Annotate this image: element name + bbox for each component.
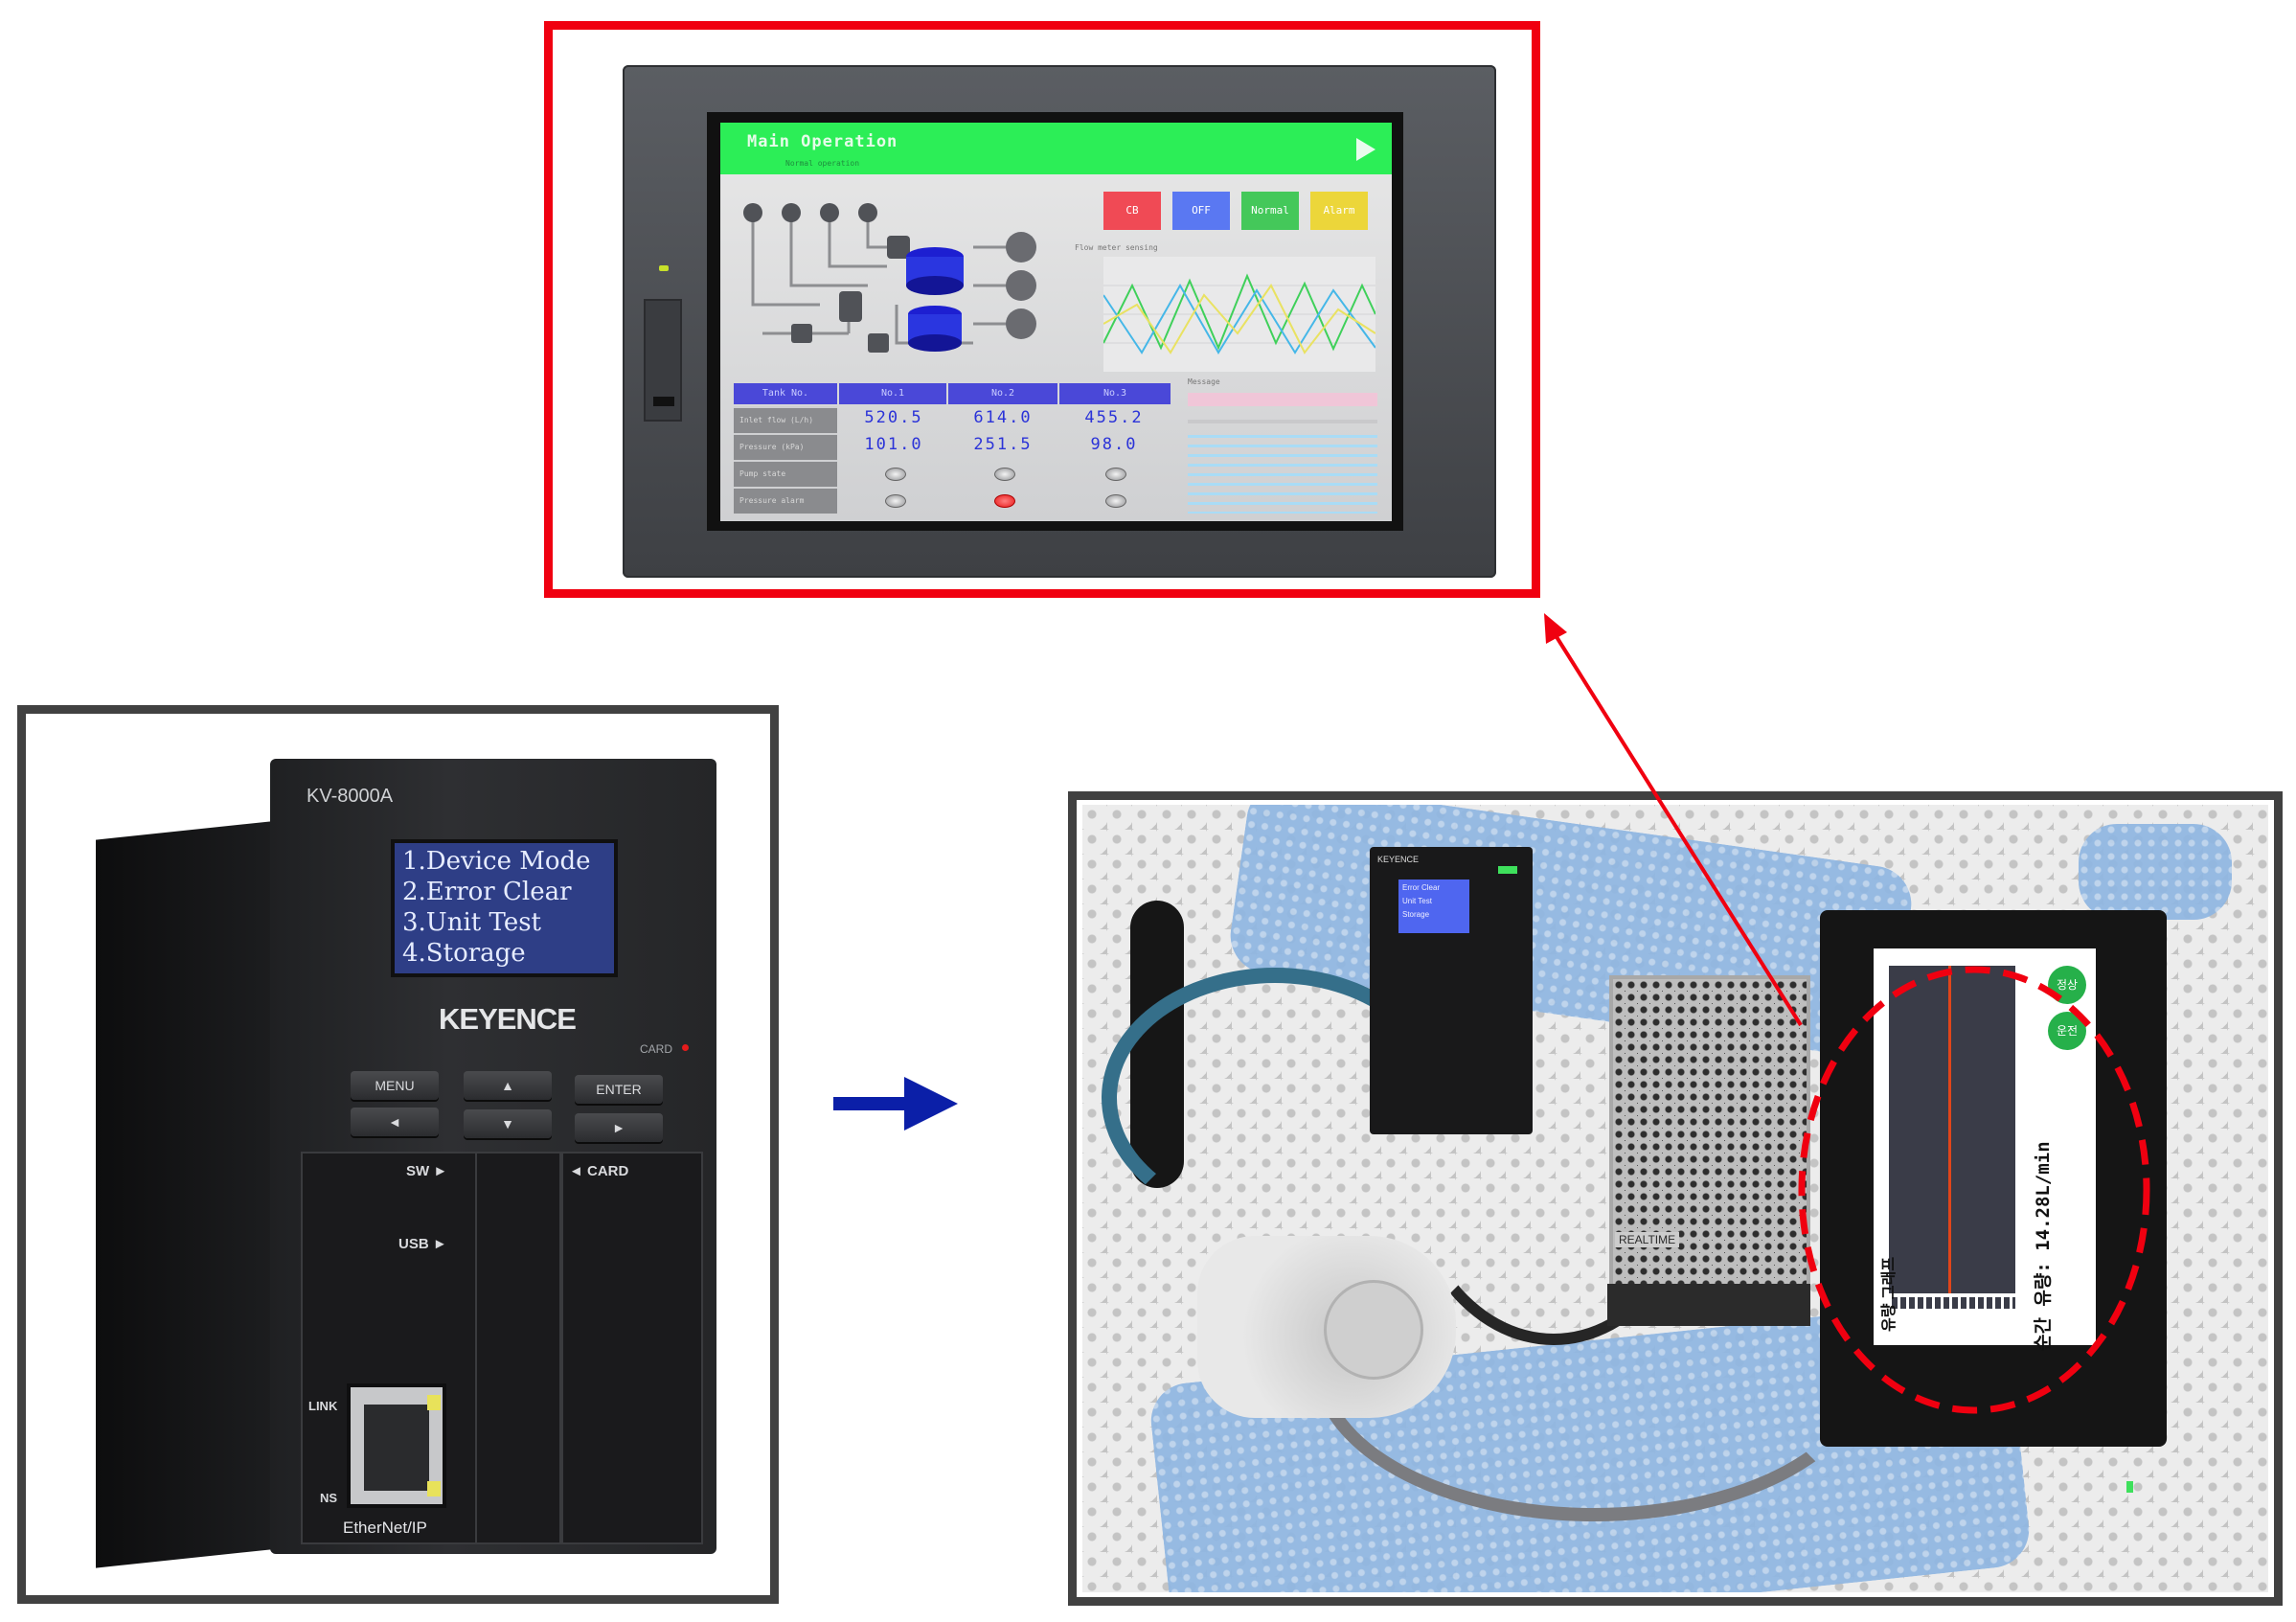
- status-button-cb[interactable]: CB: [1103, 192, 1161, 230]
- hmi-subtitle: Normal operation: [785, 159, 860, 168]
- cell-flow-no2: 614.0: [973, 408, 1033, 427]
- ns-led: [427, 1481, 441, 1496]
- status-button-alarm[interactable]: Alarm: [1310, 192, 1368, 230]
- ethernet-ip-label: EtherNet/IP: [343, 1519, 427, 1537]
- flow-graph-line: [1948, 966, 1951, 1293]
- flow-graph-ticks: [1889, 1297, 2015, 1309]
- menu-key[interactable]: MENU: [351, 1071, 439, 1100]
- plc-lcd-line-2: 2.Error Clear: [402, 878, 572, 906]
- hmi-status-led: [659, 265, 669, 271]
- ethernet-jack: [364, 1405, 429, 1491]
- flow-graph: [1889, 966, 2015, 1309]
- message-bar: [1188, 393, 1377, 406]
- up-key[interactable]: ▲: [464, 1071, 552, 1100]
- hmi-title: Main Operation: [747, 132, 898, 151]
- trend-series-yellow: [1103, 284, 1375, 354]
- lamp-pump-no1[interactable]: [885, 468, 906, 481]
- mini-lcd-line-3: Storage: [1402, 910, 1430, 919]
- ns-led-label: NS: [320, 1491, 338, 1505]
- message-label: Message: [1188, 377, 1220, 386]
- cell-pressure-no3: 98.0: [1090, 435, 1138, 454]
- message-divider: [1188, 420, 1377, 423]
- down-key[interactable]: ▼: [464, 1109, 552, 1138]
- right-key[interactable]: ►: [575, 1113, 663, 1142]
- plc-unit: KV-8000A 1.Device Mode 2.Error Clear 3.U…: [96, 759, 716, 1568]
- row-label-pressure-alarm: Pressure alarm: [734, 487, 837, 514]
- table-header-no2: No.2: [948, 383, 1057, 404]
- row-label-pump-state: Pump state: [734, 460, 837, 487]
- blue-arrow-right-icon: [904, 1077, 958, 1131]
- message-log: [1188, 435, 1377, 514]
- card-status-led: [682, 1044, 689, 1051]
- bubble-wrap-corner: [2079, 824, 2232, 920]
- process-diagram: [743, 203, 1036, 353]
- cell-flow-no1: 520.5: [864, 408, 923, 427]
- hmi-banner: [720, 123, 1392, 174]
- hmi-usb-port: [653, 397, 674, 406]
- ethernet-port[interactable]: [347, 1383, 446, 1508]
- table-header-no3: No.3: [1059, 383, 1171, 404]
- trend-series-blue: [1103, 283, 1375, 354]
- plc-side-panel: [96, 820, 284, 1568]
- sw-card-slot-cover[interactable]: [475, 1152, 561, 1544]
- table-header-no1: No.1: [839, 383, 946, 404]
- lamp-alarm-no3[interactable]: [1105, 494, 1126, 508]
- plc-lcd-line-1: 1.Device Mode: [402, 847, 591, 876]
- flow-trend-chart: [1103, 257, 1375, 372]
- display-power-led: [2126, 1481, 2133, 1493]
- table-header-tank: Tank No.: [734, 383, 837, 404]
- cell-pressure-no1: 101.0: [864, 435, 923, 454]
- next-page-arrow-icon[interactable]: [1356, 138, 1375, 161]
- power-socket: [1324, 1280, 1423, 1380]
- plc-card-indicator-label: CARD: [640, 1042, 673, 1056]
- mini-lcd-line-1: Error Clear: [1402, 883, 1441, 892]
- lamp-pump-no2[interactable]: [994, 468, 1015, 481]
- flow-graph-title: 유량 그래프: [1881, 1256, 1898, 1332]
- mini-plc: KEYENCE Error Clear Unit Test Storage: [1370, 847, 1533, 1134]
- mini-lcd-line-2: Unit Test: [1402, 897, 1432, 905]
- enter-key[interactable]: ENTER: [575, 1075, 663, 1104]
- cell-flow-no3: 455.2: [1084, 408, 1144, 427]
- plc-lcd-line-4: 4.Storage: [402, 939, 526, 968]
- mini-plc-brand: KEYENCE: [1377, 855, 1420, 864]
- flow-reading: 순간 유량: 14.28L/min: [2033, 1141, 2054, 1351]
- installation-photo: KEYENCE Error Clear Unit Test Storage RE…: [1082, 805, 2268, 1592]
- lamp-alarm-no2[interactable]: [994, 494, 1015, 508]
- plc-model-label: KV-8000A: [307, 786, 394, 807]
- tank-data-table: Tank No. No.1 No.2 No.3 Inlet flow (L/h)…: [734, 383, 1171, 515]
- red-arrowhead-icon: [1544, 613, 1567, 644]
- status-badge-normal: 정상: [2048, 966, 2086, 1004]
- psu-terminal-block: [1607, 1284, 1810, 1326]
- card-slot-cover[interactable]: [561, 1152, 703, 1544]
- mini-plc-lcd: Error Clear Unit Test Storage: [1398, 880, 1469, 933]
- usb-port-label: USB ►: [398, 1236, 447, 1252]
- sw-port-label: SW ►: [406, 1163, 448, 1179]
- flow-display-screen: 정상 운전 순간 유량: 14.28L/min 유량 그래프: [1874, 948, 2096, 1351]
- row-label-inlet-flow: Inlet flow (L/h): [734, 406, 837, 433]
- blue-arrow-shaft: [833, 1097, 908, 1110]
- left-key[interactable]: ◄: [351, 1108, 439, 1136]
- lamp-pump-no3[interactable]: [1105, 468, 1126, 481]
- status-button-off[interactable]: OFF: [1172, 192, 1230, 230]
- lamp-alarm-no1[interactable]: [885, 494, 906, 508]
- power-strip: [1197, 1236, 1456, 1418]
- cell-pressure-no2: 251.5: [973, 435, 1033, 454]
- plc-lcd: 1.Device Mode 2.Error Clear 3.Unit Test …: [391, 839, 618, 977]
- flow-display-enclosure: 정상 운전 순간 유량: 14.28L/min 유량 그래프: [1820, 910, 2167, 1493]
- keyence-logo: KEYENCE: [439, 1002, 577, 1036]
- card-slot-label: ◄ CARD: [569, 1163, 629, 1179]
- hmi-highlight-frame: [544, 21, 1540, 598]
- row-label-pressure: Pressure (kPa): [734, 433, 837, 460]
- link-led-label: LINK: [308, 1399, 338, 1413]
- status-badge-run: 운전: [2048, 1012, 2086, 1050]
- trend-title: Flow meter sensing: [1075, 243, 1158, 252]
- hmi-display: Main Operation Normal operation Flow met…: [720, 123, 1392, 521]
- trend-series-green: [1103, 273, 1375, 352]
- psu-brand: REALTIME: [1615, 1232, 1680, 1247]
- plc-lcd-line-3: 3.Unit Test: [402, 908, 541, 937]
- link-led: [427, 1395, 441, 1410]
- power-supply: [1609, 975, 1810, 1301]
- status-button-normal[interactable]: Normal: [1241, 192, 1299, 230]
- mini-plc-led: [1498, 866, 1517, 874]
